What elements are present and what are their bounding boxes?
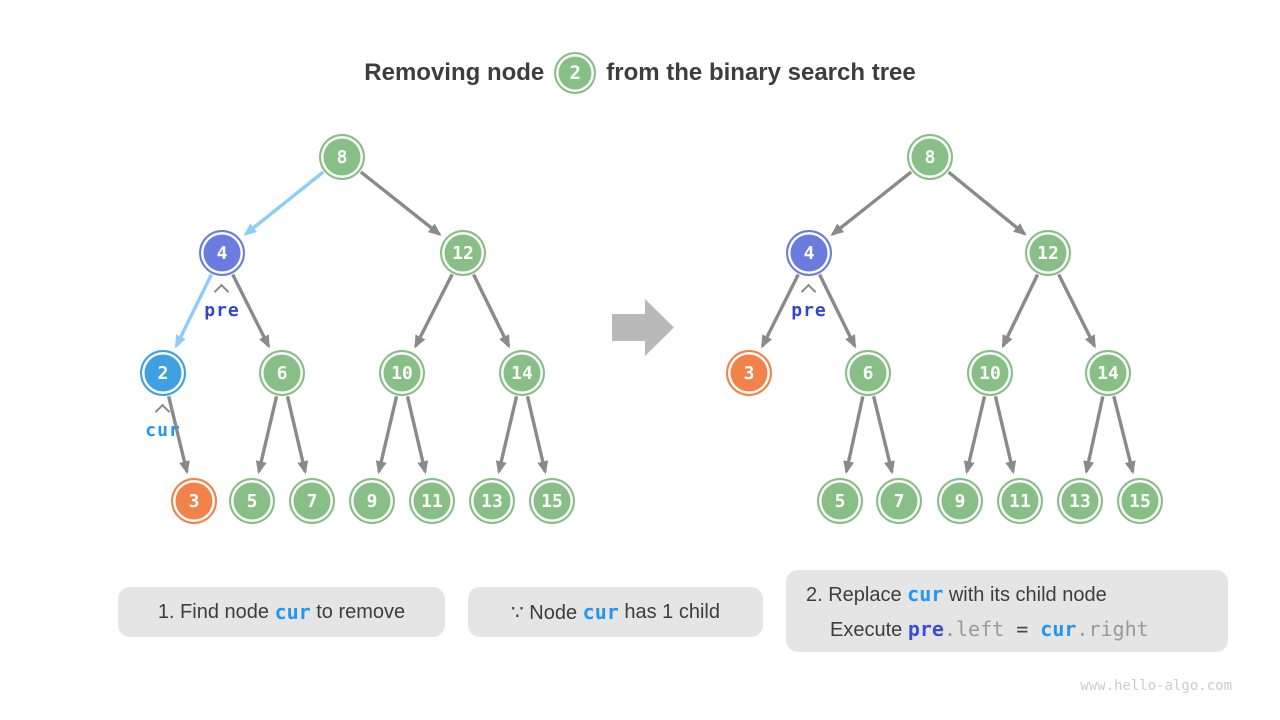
- caption-step1-text: 1. Find node: [157, 600, 275, 623]
- caret-up-icon: [800, 283, 817, 300]
- caption-because-text: ∵ Node: [511, 601, 583, 624]
- edge-12-10: [414, 273, 454, 349]
- title-node-value: 2: [569, 62, 581, 84]
- caption-step1-text-post: to remove: [310, 600, 406, 623]
- tree-node-14: 14: [1085, 350, 1131, 396]
- pointer-label-pre: pre: [204, 300, 240, 321]
- title-text-suffix: from the binary search tree: [606, 59, 916, 86]
- caption-step2-line1-pre: 2. Replace: [806, 584, 908, 606]
- tree-node-2: 2: [140, 350, 186, 396]
- tree-node-15: 15: [1117, 478, 1163, 524]
- tree-node-3: 3: [171, 478, 217, 524]
- title-text-prefix: Removing node: [364, 59, 545, 86]
- tree-node-7: 7: [289, 478, 335, 524]
- keyword-cur: cur: [582, 600, 619, 624]
- pointer-label-pre: pre: [791, 300, 827, 321]
- tree-node-10: 10: [379, 350, 425, 396]
- keyword-pre: pre: [907, 617, 944, 641]
- tree-node-6: 6: [259, 350, 305, 396]
- edge-10-11: [993, 395, 1017, 475]
- edge-10-11: [405, 395, 429, 475]
- caption-step2-line2-pre: Execute: [830, 619, 908, 641]
- caption-step2-line2: Execute pre.left = cur.right: [806, 612, 1212, 647]
- edge-12-14: [1057, 273, 1097, 349]
- code-equals: =: [1004, 617, 1041, 641]
- code-dot: .: [1076, 617, 1089, 641]
- caption-step2-line1-post: with its child node: [943, 584, 1107, 606]
- edge-8-4: [243, 170, 325, 236]
- tree-node-8: 8: [907, 134, 953, 180]
- caption-step2-line1: 2. Replace cur with its child node: [806, 577, 1212, 612]
- tree-node-11: 11: [997, 478, 1043, 524]
- caption-step2: 2. Replace cur with its child node Execu…: [786, 570, 1228, 652]
- tree-node-10: 10: [967, 350, 1013, 396]
- edge-8-12: [359, 170, 442, 236]
- edge-6-5: [843, 396, 865, 475]
- tree-node-9: 9: [349, 478, 395, 524]
- edge-8-4: [830, 170, 913, 236]
- tree-after-edges: [760, 170, 1136, 475]
- tree-node-13: 13: [469, 478, 515, 524]
- edge-14-13: [495, 395, 519, 475]
- tree-node-14: 14: [499, 350, 545, 396]
- watermark-url: www.hello-algo.com: [1080, 678, 1232, 694]
- tree-node-8: 8: [319, 134, 365, 180]
- edge-10-9: [375, 395, 399, 475]
- tree-node-4: 4: [199, 230, 245, 276]
- edge-8-12: [947, 170, 1027, 236]
- edge-14-13: [1083, 396, 1105, 475]
- edge-12-14: [472, 273, 511, 349]
- tree-node-9: 9: [937, 478, 983, 524]
- tree-node-6: 6: [845, 350, 891, 396]
- caret-up-icon: [213, 283, 230, 300]
- tree-node-7: 7: [876, 478, 922, 524]
- tree-node-13: 13: [1057, 478, 1103, 524]
- edge-14-15: [1112, 395, 1136, 475]
- title-node-badge: 2: [554, 52, 597, 94]
- keyword-cur: cur: [907, 582, 944, 606]
- tree-node-4: 4: [786, 230, 832, 276]
- tree-node-5: 5: [229, 478, 275, 524]
- code-right-property: right: [1088, 617, 1149, 641]
- keyword-cur: cur: [1040, 617, 1077, 641]
- edge-6-7: [285, 395, 309, 475]
- tree-node-12: 12: [1025, 230, 1071, 276]
- transition-arrow-icon: [612, 299, 674, 356]
- edge-14-15: [525, 395, 549, 475]
- caret-up-icon: [154, 403, 171, 420]
- code-left-property: left: [956, 617, 1005, 641]
- edge-10-9: [963, 395, 987, 475]
- figure-title: Removing node 2 from the binary search t…: [0, 52, 1280, 94]
- tree-node-3: 3: [726, 350, 772, 396]
- tree-node-5: 5: [817, 478, 863, 524]
- tree-before-edges: [166, 170, 549, 475]
- caption-because-text-post: has 1 child: [618, 600, 720, 623]
- code-dot: .: [943, 617, 956, 641]
- pointer-label-cur: cur: [145, 420, 181, 441]
- keyword-cur: cur: [274, 600, 311, 624]
- tree-node-12: 12: [440, 230, 486, 276]
- edge-6-7: [871, 395, 895, 475]
- caption-step1: 1. Find node cur to remove: [118, 587, 445, 637]
- edge-12-10: [1001, 273, 1040, 349]
- edge-6-5: [255, 395, 279, 475]
- tree-node-11: 11: [409, 478, 455, 524]
- caption-because: ∵ Node cur has 1 child: [468, 587, 763, 637]
- tree-node-15: 15: [529, 478, 575, 524]
